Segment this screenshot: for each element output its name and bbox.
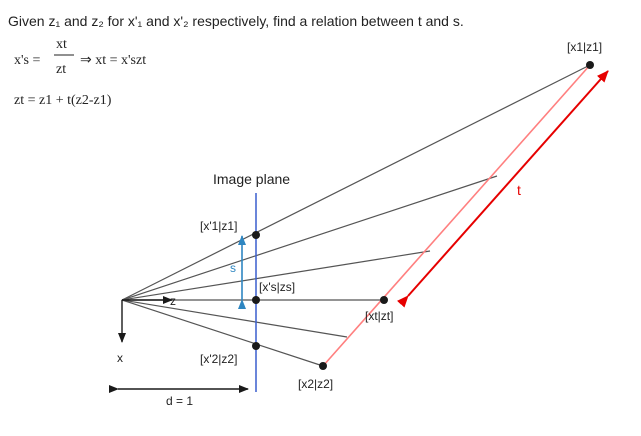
t-arrow bbox=[396, 70, 609, 308]
point-qs bbox=[252, 296, 260, 304]
label-qs: [x's|zs] bbox=[259, 280, 295, 294]
x-axis-label: x bbox=[117, 351, 123, 365]
label-p2: [x2|z2] bbox=[298, 377, 333, 391]
points bbox=[252, 61, 594, 370]
label-q2: [x'2|z2] bbox=[200, 352, 237, 366]
ray-middle bbox=[121, 250, 431, 301]
segment-p1-p2 bbox=[322, 64, 591, 367]
point-p1 bbox=[586, 61, 594, 69]
label-p1: [x1|z1] bbox=[567, 40, 602, 54]
label-q1: [x'1|z1] bbox=[200, 219, 237, 233]
z-axis-label: z bbox=[170, 294, 176, 308]
equation-numerator: xt bbox=[56, 37, 67, 52]
ray-upper bbox=[121, 175, 498, 301]
equation-lhs: x's = bbox=[14, 53, 40, 68]
projection-rays bbox=[121, 64, 591, 367]
point-p2 bbox=[319, 362, 327, 370]
equation-zt: zt = z1 + t(z2-z1) bbox=[14, 93, 112, 108]
d-label: d = 1 bbox=[166, 394, 193, 408]
equation-denominator: zt bbox=[56, 62, 66, 77]
point-q2 bbox=[252, 342, 260, 350]
s-label: s bbox=[230, 261, 236, 275]
ray-p2 bbox=[121, 299, 324, 367]
heading-text: Given z₁ and z₂ for x'₁ and x'₂ respecti… bbox=[8, 13, 464, 29]
image-plane-label: Image plane bbox=[213, 171, 290, 187]
point-q1 bbox=[252, 231, 260, 239]
ray-lower bbox=[121, 299, 348, 338]
point-pt bbox=[380, 296, 388, 304]
equation-rhs: ⇒ xt = x'szt bbox=[80, 53, 146, 68]
label-pt: [xt|zt] bbox=[365, 309, 393, 323]
t-label: t bbox=[517, 182, 521, 198]
